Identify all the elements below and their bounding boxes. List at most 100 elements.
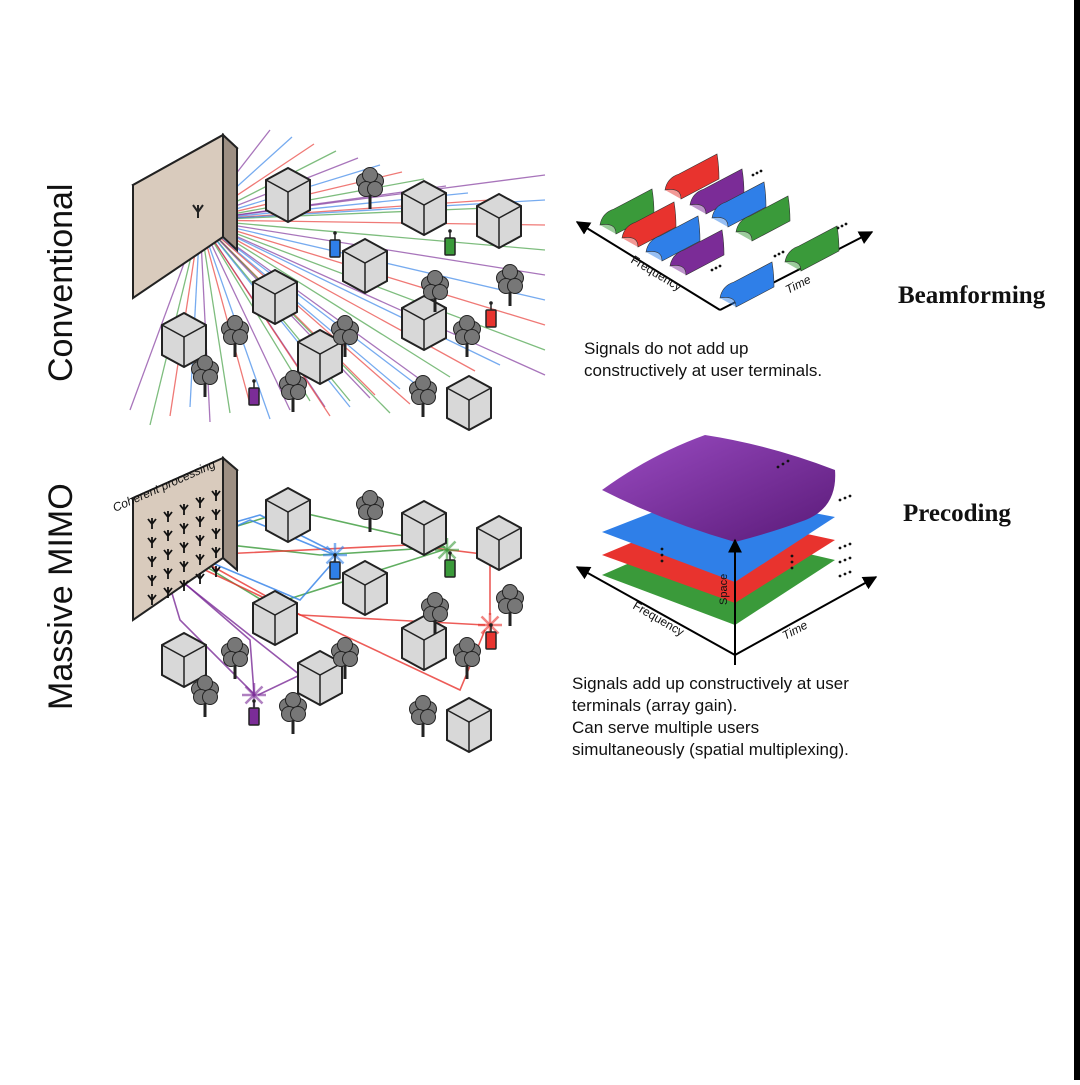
ray (199, 219, 231, 414)
tree-icon (496, 584, 524, 626)
tree-icon (191, 675, 219, 717)
ray (199, 219, 451, 378)
tree-icon (453, 315, 481, 357)
massive-mimo-antenna-array: Coherent processing (111, 455, 239, 622)
precoding-space-label: Space (718, 574, 730, 605)
resource-block (784, 225, 840, 272)
ellipsis-dot (755, 171, 759, 175)
user-terminal-icon (485, 623, 497, 650)
beamforming-blocks (599, 153, 848, 308)
massive-mimo-environment (161, 486, 524, 754)
resource-block (689, 168, 745, 215)
ellipsis-dot (836, 226, 840, 230)
signal-burst (480, 615, 491, 626)
user-terminal-icon (329, 553, 341, 580)
tree-icon (421, 592, 449, 634)
ray (199, 219, 431, 396)
caption-line: Signals add up constructively at user (572, 674, 849, 693)
ellipsis-dot (710, 268, 714, 272)
house-icon (252, 589, 298, 647)
tree-icon (409, 375, 437, 417)
ray (199, 219, 501, 366)
precoding-frequency-label: Frequency (631, 598, 687, 638)
row-label-conventional: Conventional (42, 183, 80, 382)
house-icon (476, 514, 522, 572)
user-terminal-icon (248, 699, 260, 726)
precoding-stack: Frequency Time Space (575, 435, 878, 665)
beamforming-grid: Frequency Time (575, 153, 874, 311)
caption-line: terminals (array gain). (572, 696, 738, 715)
signal-burst (446, 540, 457, 551)
tree-icon (221, 637, 249, 679)
ellipsis-dot (773, 254, 777, 258)
house-icon (265, 486, 311, 544)
tree-icon (496, 264, 524, 306)
ray (199, 219, 546, 251)
precoding-heading: Precoding (903, 500, 1011, 527)
precoding-time-label: Time (780, 618, 810, 643)
tree-icon (191, 355, 219, 397)
signal-burst (334, 545, 345, 556)
ray (199, 219, 401, 390)
ray (199, 219, 211, 423)
ellipsis-dot (714, 266, 718, 270)
caption-line: simultaneously (spatial multiplexing). (572, 740, 849, 759)
user-terminal-icon (248, 379, 260, 406)
caption-line: constructively at user terminals. (584, 361, 823, 380)
signal-burst (480, 624, 491, 635)
signal-burst (325, 545, 336, 556)
resource-block (711, 181, 767, 228)
ellipsis-dot (759, 169, 763, 173)
antenna-array-icon (192, 204, 204, 218)
conventional-environment (161, 166, 524, 432)
house-icon (265, 166, 311, 224)
row-label-massive-mimo: Massive MIMO (42, 483, 80, 710)
ellipsis-dot (844, 222, 848, 226)
house-icon (252, 268, 298, 326)
frame-edge (1074, 0, 1080, 1080)
caption-line: Signals do not add up (584, 339, 749, 358)
tree-icon (453, 637, 481, 679)
antenna-array-icon (147, 490, 221, 605)
tree-icon (356, 490, 384, 532)
precoding-layer-purple (602, 435, 836, 542)
signal-burst (253, 685, 264, 696)
tree-icon (331, 315, 359, 357)
resource-block (735, 195, 791, 242)
ray (199, 219, 291, 411)
signal-burst (244, 694, 255, 705)
signal-burst (325, 554, 336, 565)
house-icon (446, 374, 492, 432)
beamforming-caption: Signals do not add up constructively at … (584, 338, 822, 382)
user-terminal-icon (329, 231, 341, 258)
ellipsis-dot (781, 250, 785, 254)
signal-path (174, 574, 255, 694)
user-terminal-icon (444, 551, 456, 578)
ray (199, 219, 391, 414)
resource-block (669, 229, 725, 276)
tree-icon (221, 315, 249, 357)
tree-icon (279, 370, 307, 412)
signal-burst (437, 549, 448, 560)
house-icon (401, 294, 447, 352)
ray (199, 219, 251, 405)
ray (199, 219, 411, 405)
resource-block (599, 188, 655, 235)
signal-burst (334, 554, 345, 565)
tree-icon (356, 167, 384, 209)
house-icon (401, 179, 447, 237)
house-icon (161, 631, 207, 689)
resource-block (664, 153, 720, 200)
resource-block (719, 261, 775, 308)
signal-path (204, 559, 336, 601)
house-icon (401, 614, 447, 672)
user-terminal-icon (485, 301, 497, 328)
ray (199, 206, 513, 221)
tree-icon (409, 695, 437, 737)
house-icon (342, 237, 388, 295)
conventional-antenna-array (131, 132, 239, 300)
house-icon (446, 696, 492, 754)
house-icon (401, 499, 447, 557)
